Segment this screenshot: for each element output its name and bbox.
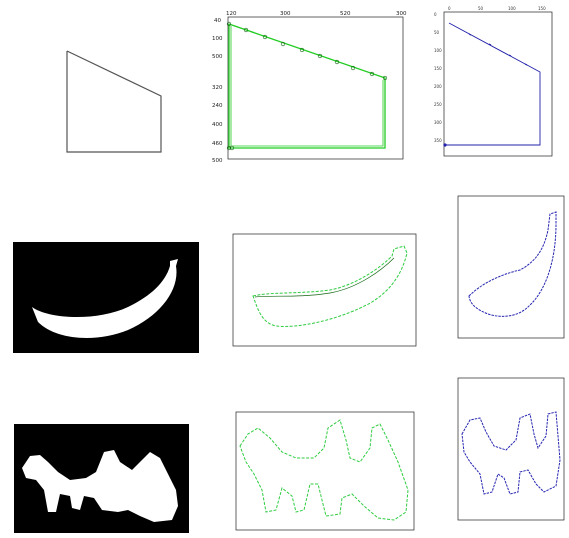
row2-descriptor-plot	[457, 195, 565, 339]
x-tick-label: 100	[508, 6, 516, 11]
plot-frame	[457, 377, 565, 521]
y-tick-label: 320	[212, 85, 223, 91]
plot-frame	[443, 11, 553, 157]
y-tick-label: 0	[434, 12, 437, 17]
y-tick-label: 100	[212, 36, 223, 42]
y-tick-label: 150	[434, 66, 442, 71]
green-banana-contour	[252, 245, 408, 327]
row3-carriage-mask	[14, 424, 189, 533]
y-tick-label: 200	[434, 84, 442, 89]
y-tick-label: 100	[434, 48, 442, 53]
y-tick-label: 300	[434, 120, 442, 125]
plot-frame	[457, 195, 565, 339]
green-banana-inner	[254, 257, 395, 298]
plot-frame	[227, 16, 404, 160]
carriage-silhouette	[22, 450, 178, 522]
blue-markers	[468, 33, 528, 66]
green-trapezoid-contour	[228, 23, 386, 149]
x-tick-label: 300	[396, 11, 407, 17]
x-tick-label: 120	[226, 11, 237, 17]
y-tick-label: 250	[434, 102, 442, 107]
y-tick-label: 500	[212, 158, 223, 164]
row1-contour-plot: 120 300 520 300 40 100 500 240 400 460 3…	[212, 11, 407, 164]
green-carriage-contour	[239, 419, 409, 521]
row1-descriptor-plot: 0 50 100 150 0 50 100 150 200 250 300 35…	[434, 6, 553, 157]
y-tick-label: 40	[214, 18, 221, 24]
row2-banana-mask	[13, 242, 199, 353]
blue-carriage-contour	[461, 411, 561, 495]
y-tick-label: 400	[212, 122, 223, 128]
row1-original-shape	[66, 50, 162, 153]
row3-contour-plot	[235, 411, 415, 531]
trapezoid-outline	[66, 50, 162, 153]
green-trapezoid-inner	[230, 26, 384, 147]
blue-banana-contour	[468, 211, 557, 317]
y-tick-label: 460	[212, 141, 223, 147]
x-tick-label: 150	[538, 6, 546, 11]
plot-frame	[232, 233, 417, 347]
x-tick-label: 50	[478, 6, 484, 11]
row3-descriptor-plot	[457, 377, 565, 521]
y-tick-label: 240	[212, 103, 223, 109]
contour-markers	[226, 21, 388, 151]
blue-start-point	[443, 143, 447, 147]
row2-contour-plot	[232, 233, 417, 347]
y-tick-label: 500	[212, 54, 223, 60]
x-tick-label: 520	[340, 11, 351, 17]
plot-frame	[235, 411, 415, 531]
blue-trapezoid-contour	[444, 22, 541, 146]
x-tick-label: 0	[448, 6, 451, 11]
y-tick-label: 50	[434, 30, 440, 35]
y-tick-label: 350	[434, 138, 442, 143]
x-tick-label: 300	[280, 11, 291, 17]
banana-silhouette	[32, 259, 178, 338]
mask-background	[13, 242, 199, 353]
